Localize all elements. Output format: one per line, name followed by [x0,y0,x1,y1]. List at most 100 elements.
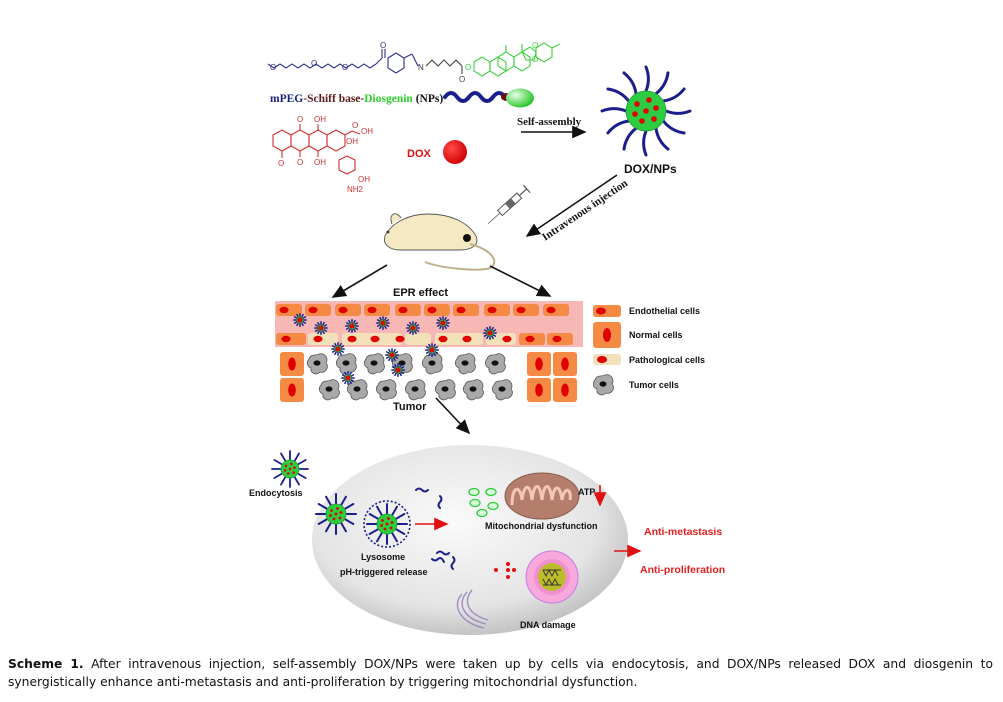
atom: OH [314,158,326,167]
atom: OH [361,127,373,136]
arrow-right [489,265,552,297]
caption-label: Scheme 1. [8,657,84,671]
released-polymer-fragments [415,487,456,570]
tumor-cell [421,353,443,375]
vessel-micelle [293,313,307,327]
self-assembly-label: Self-assembly [517,116,582,128]
atom-o: O [532,41,538,50]
atom: O [297,158,303,167]
tumor-cell [491,379,513,401]
dox-nps-micelle [600,65,692,157]
legend-label: Pathological cells [629,355,705,365]
tumor-cell [592,374,614,396]
dox-nps-label: DOX/NPs [624,162,677,176]
pathological-cell [405,333,431,345]
vessel-micelle [331,342,345,356]
tissue-cells [276,304,577,402]
atom: OH [314,115,326,124]
atom: O [352,121,358,130]
tumor-cell [363,353,385,375]
polymer-structure: O O O O N O O O O [267,41,561,84]
tumor-cell [404,379,426,401]
dox-nps-micelle-icon [600,65,692,157]
legend-label: Normal cells [629,330,683,340]
atom-o: O [465,63,471,72]
cell-body [312,445,628,635]
label-nps: (NPs) [413,93,444,105]
mouse-icon [384,213,496,271]
intravenous-injection-label: Intravenous injection [540,177,630,243]
caption-text: After intravenous injection, self-assemb… [8,657,994,689]
vessel-micelle [391,363,405,377]
dox-label: DOX [407,148,432,160]
vessel-micelle [483,326,497,340]
endothelial-cell [276,333,306,345]
atom-o: O [532,55,538,64]
atom-o: O [380,41,386,50]
lysosome-icon [363,500,411,548]
tumor-cell [462,379,484,401]
dna-damage-label: DNA damage [520,620,576,630]
arrow-left [331,264,388,298]
atp-label: ATP [578,487,595,497]
anti-proliferation-label: Anti-proliferation [640,564,725,576]
mitochondrion-icon [504,472,580,520]
scheme-figure: O O O O N O O O O mPEG-Schiff base-Diosg… [249,41,725,635]
dna-icon [542,568,561,587]
tumor-cell [484,353,506,375]
tumor-cell [306,353,328,375]
label-mpeg: mPEG [270,93,303,105]
atom: O [278,159,284,168]
legend-label: Tumor cells [629,380,679,390]
endocytosis-micelles [271,450,408,545]
tumor-cell [318,379,340,401]
benzene-ring [387,52,405,74]
tumor-cell [434,379,456,401]
figure-caption: Scheme 1. After intravenous injection, s… [8,655,993,691]
atom: OH [346,137,358,146]
pathological-cell [308,333,338,345]
diosgenin-skeleton [473,42,561,77]
syringe-icon [487,184,531,225]
golgi-icon [456,589,489,629]
atom-o: O [459,75,465,84]
tumor-cell [335,353,357,375]
label-schiff-base: -Schiff base- [303,93,364,105]
tumor-cell [346,379,368,401]
dox-molecules [494,562,516,579]
vessel-micelle [314,321,328,335]
vessel-micelle [425,343,439,357]
atom: O [297,115,303,124]
lysosome-label: Lysosome [361,552,405,562]
atom-o: O [342,63,348,72]
atom: OH [358,175,370,184]
legend: Endothelial cells Normal cells Pathologi… [592,305,705,396]
vessel-micelle [385,348,399,362]
endocytosis-label: Endocytosis [249,488,303,498]
mito-dysfunction-label: Mitochondrial dysfunction [485,521,598,531]
legend-label: Endothelial cells [629,306,700,316]
atom-o: O [270,63,276,72]
legend-item-pathological: Pathological cells [593,354,705,365]
legend-item-normal: Normal cells [593,322,683,348]
nucleus-icon [525,550,579,604]
legend-item-tumor: Tumor cells [592,374,679,396]
polymer-label: mPEG-Schiff base-Diosgenin (NPs) [270,93,443,105]
tumor-label: Tumor [393,401,427,413]
pathological-cell [435,333,483,345]
vessel-micelle [376,316,390,330]
vessel-micelle [345,319,359,333]
peg-chain [267,63,377,69]
label-diosgenin: Diosgenin [364,93,413,105]
dox-sphere-icon [443,140,467,164]
vessel-micelle [406,321,420,335]
ph-release-label: pH-triggered release [340,567,428,577]
atom-n: N [418,63,424,72]
atom: NH2 [347,185,364,194]
lysosome-micelle [366,503,408,545]
diosgenin-droplets [468,487,499,518]
tumor-cell-icon [592,374,614,396]
tumor-to-cell-arrow [435,397,471,435]
anti-metastasis-label: Anti-metastasis [644,526,722,538]
tumor-cell [375,379,397,401]
